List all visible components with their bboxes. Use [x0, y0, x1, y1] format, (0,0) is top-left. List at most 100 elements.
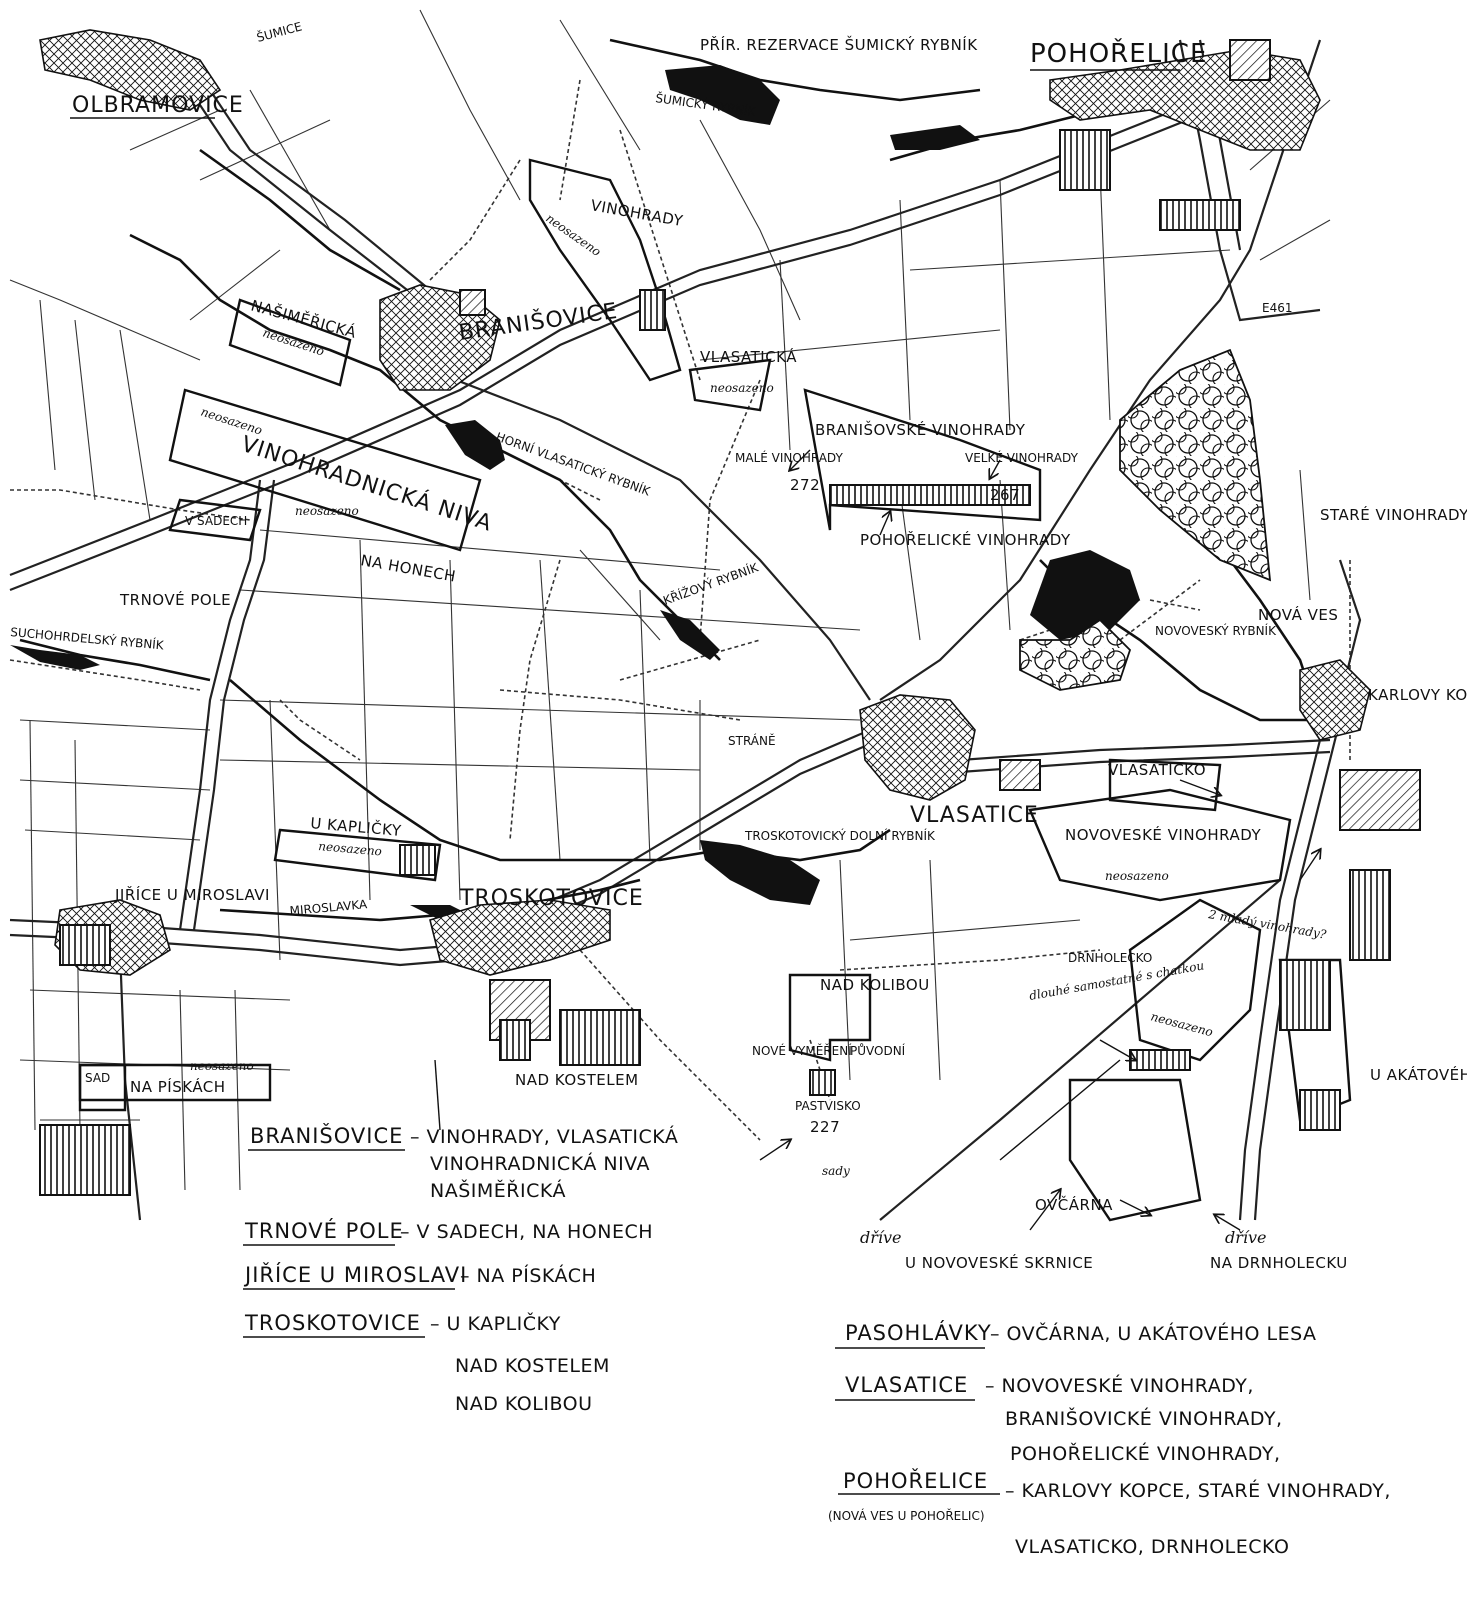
- label-na-piskach: NA PÍSKÁCH: [130, 1077, 226, 1096]
- label-dulne: dlouhé samostatné s chatkou: [1028, 958, 1205, 1003]
- label-rezervace: PŘÍR. REZERVACE ŠUMICKÝ RYBNÍK: [700, 35, 978, 54]
- field-boundaries: [9, 9, 1331, 1191]
- area-novoveske: [1028, 788, 1292, 902]
- legend-village-branisovice: BRANIŠOVICE: [250, 1123, 403, 1148]
- label-na-drnholecku: NA DRNHOLECKU: [1210, 1254, 1348, 1272]
- field-tracks: [9, 79, 1351, 1141]
- label-neosazeno-7: neosazeno: [1149, 1009, 1214, 1039]
- sumicky-pond: [665, 65, 780, 125]
- label-u-kaplicky: U KAPLIČKY: [310, 813, 403, 840]
- legend-branisovice-line-3: NAŠIMĚŘICKÁ: [430, 1178, 566, 1202]
- area-branisovske: [803, 388, 1042, 531]
- label-sady: sady: [822, 1164, 850, 1178]
- annotation-arrows: [759, 449, 1320, 1231]
- suchohrdelsky-pond: [10, 645, 100, 670]
- legend-troskotovice-line-1: – U KAPLIČKY: [430, 1311, 561, 1335]
- label-elev-267: 267: [990, 486, 1020, 504]
- label-trnove-pole: TRNOVÉ POLE: [119, 590, 231, 609]
- label-neosazeno-6: neosazeno: [318, 839, 383, 859]
- label-suchohrdelsky: SUCHOHRDELSKÝ RYBNÍK: [10, 624, 166, 652]
- map-labels: OLBRAMOVICE ŠUMICE PŘÍR. REZERVACE ŠUMIC…: [10, 18, 1467, 1272]
- label-neosazeno-4: neosazeno: [295, 504, 359, 518]
- label-nove-vymereni: NOVÉ VYMĚŘENÍ: [752, 1043, 852, 1058]
- label-novovesky: NOVOVESKÝ RYBNÍK: [1155, 623, 1277, 638]
- area-u-kaplicky: [273, 828, 442, 882]
- label-nad-kolibou: NAD KOLIBOU: [820, 976, 930, 994]
- label-puvodni: PŮVODNÍ: [850, 1043, 906, 1058]
- legend-branisovice-line-2: VINOHRADNICKÁ NIVA: [430, 1152, 650, 1175]
- area-vlasaticka: [688, 358, 772, 412]
- label-male-vinohrady: MALÉ VINOHRADY: [735, 450, 843, 465]
- legend-left: BRANIŠOVICE – VINOHRADY, VLASATICKÁ VINO…: [243, 1123, 678, 1415]
- ponds: [10, 65, 1140, 920]
- legend-pohorelice-sub: (NOVÁ VES U POHOŘELIC): [828, 1508, 985, 1523]
- label-pohorelice: POHOŘELICE: [1030, 37, 1207, 69]
- nova-ves-village: [1299, 659, 1371, 741]
- legend-pohorelice-line-1: – KARLOVY KOPCE, STARÉ VINOHRADY,: [1005, 1479, 1391, 1502]
- area-nad-kolibou: [788, 973, 872, 1062]
- troskotovicky-dolni-pond: [700, 840, 820, 905]
- label-strane: STRÁNĚ: [728, 733, 776, 748]
- forest-area-2: [1019, 618, 1132, 691]
- label-elev-272: 272: [790, 476, 820, 494]
- label-mlady: 2 mladý vinohrady?: [1206, 907, 1327, 942]
- legend-pasohlavky-line-1: – OVČÁRNA, U AKÁTOVÉHO LESA: [990, 1321, 1317, 1345]
- label-nova-ves: NOVÁ VES: [1258, 605, 1338, 624]
- label-troskotovice: TROSKOTOVICE: [459, 886, 644, 911]
- label-miroslavka: MIROSLAVKA: [289, 897, 368, 918]
- area-nasimericka: [228, 298, 352, 387]
- label-u-novoveske: U NOVOVESKÉ SKRNICE: [905, 1253, 1093, 1272]
- forest-area: [1119, 348, 1272, 582]
- label-novoveske: NOVOVESKÉ VINOHRADY: [1065, 825, 1261, 844]
- label-stare-vinohrady: STARÉ VINOHRADY: [1320, 505, 1467, 524]
- legend-vlasatice-line-3: POHOŘELICKÉ VINOHRADY,: [1010, 1442, 1281, 1465]
- label-drive-2: dříve: [1225, 1228, 1267, 1247]
- label-nad-kostelem: NAD KOSTELEM: [515, 1071, 639, 1089]
- legend-village-jirice: JIŘÍCE U MIROSLAVI: [243, 1262, 467, 1287]
- legend-troskotovice-line-3: NAD KOLIBOU: [455, 1393, 593, 1415]
- label-vlasaticka: VLASATICKÁ: [700, 347, 797, 366]
- label-karlovy-kopce: KARLOVY KOPCE: [1368, 686, 1467, 704]
- label-v-sadech: V SADECH: [185, 514, 247, 528]
- area-drnholecko: [1128, 898, 1262, 1062]
- area-ovcarna: [1068, 1078, 1202, 1222]
- horni-vlasaticky-pond: [445, 420, 505, 470]
- label-horni-vlasaticky: HORNÍ VLASATICKÝ RYBNÍK: [494, 429, 653, 499]
- label-elev-227: 227: [810, 1118, 840, 1136]
- legend-village-pohorelice: POHOŘELICE: [843, 1468, 988, 1493]
- label-olbramovice: OLBRAMOVICE: [72, 93, 244, 118]
- label-branisovske: BRANIŠOVSKÉ VINOHRADY: [815, 420, 1026, 439]
- legend-village-trnove-pole: TRNOVÉ POLE: [244, 1218, 404, 1243]
- area-sad: [78, 1063, 127, 1112]
- legend-troskotovice-line-2: NAD KOSTELEM: [455, 1355, 610, 1377]
- area-vlasaticko: [1108, 758, 1222, 812]
- legend-branisovice-line-1: – VINOHRADY, VLASATICKÁ: [410, 1125, 678, 1148]
- label-na-honech: NA HONECH: [359, 551, 457, 585]
- label-drive-1: dříve: [860, 1228, 902, 1247]
- legend-village-pasohlavky: PASOHLÁVKY: [845, 1320, 992, 1345]
- legend-village-vlasatice: VLASATICE: [845, 1373, 968, 1397]
- label-sumice: ŠUMICE: [255, 18, 304, 44]
- legend-vlasatice-line-2: BRANIŠOVICKÉ VINOHRADY,: [1005, 1406, 1283, 1430]
- krizovy-pond: [660, 610, 720, 660]
- planted-parcels: [39, 39, 1421, 1196]
- legend-jirice-line-1: – NA PÍSKÁCH: [460, 1264, 596, 1287]
- legend-village-troskotovice: TROSKOTOVICE: [244, 1311, 421, 1335]
- label-vlasatice: VLASATICE: [910, 803, 1039, 828]
- area-vinohrady-top: [528, 158, 682, 382]
- label-sad: SAD: [85, 1071, 110, 1085]
- label-neosazeno-3: neosazeno: [199, 405, 264, 438]
- legend-vlasatice-line-1: – NOVOVESKÉ VINOHRADY,: [985, 1374, 1254, 1397]
- label-u-akatoveho: U AKÁTOVÉHO LESA: [1370, 1065, 1467, 1084]
- area-vinohradnicka-niva: [168, 388, 482, 552]
- label-drnholecko: DRNHOLECKO: [1068, 951, 1152, 965]
- vlasatice-village: [859, 694, 976, 801]
- label-vlasaticko: VLASATICKO: [1108, 761, 1206, 779]
- legend-right: PASOHLÁVKY – OVČÁRNA, U AKÁTOVÉHO LESA V…: [828, 1320, 1391, 1558]
- label-pastvisko: PASTVISKO: [795, 1099, 861, 1113]
- legend-trnove-line-1: – V SADECH, NA HONECH: [400, 1221, 653, 1243]
- label-neosazeno-8: neosazeno: [190, 1059, 254, 1073]
- leader-lines: [434, 1059, 1121, 1161]
- label-neosazeno-5: neosazeno: [1105, 869, 1169, 883]
